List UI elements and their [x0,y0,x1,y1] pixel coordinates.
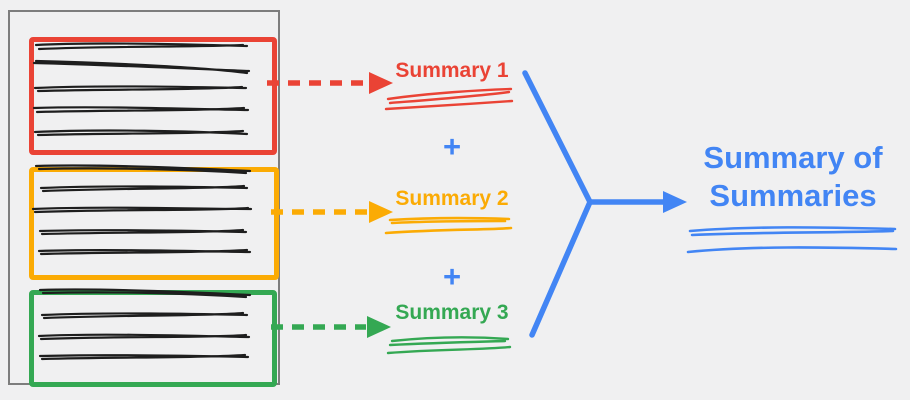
summary-3-label: Summary 3 [395,301,509,324]
summary-1-label: Summary 1 [395,59,509,82]
document-section-2 [29,167,279,280]
section-3-to-summary-3-arrow [271,316,391,338]
merge-arrow [522,70,687,338]
source-document [8,10,280,387]
plus-operator-1: + [442,129,462,164]
document-section-1 [29,37,277,155]
summary-1-scribble [384,87,514,111]
summary-2-scribble [384,216,513,235]
section-2-to-summary-2-arrow [271,201,393,223]
section-1-to-summary-1-arrow [267,72,393,94]
summary-3-scribble [386,336,512,355]
document-section-3 [29,290,277,387]
plus-operator-2: + [442,259,462,294]
summary-of-summaries-scribble [686,226,898,254]
summary-of-summaries-label: Summary of Summaries [703,140,883,213]
summary-2-label: Summary 2 [395,187,509,210]
